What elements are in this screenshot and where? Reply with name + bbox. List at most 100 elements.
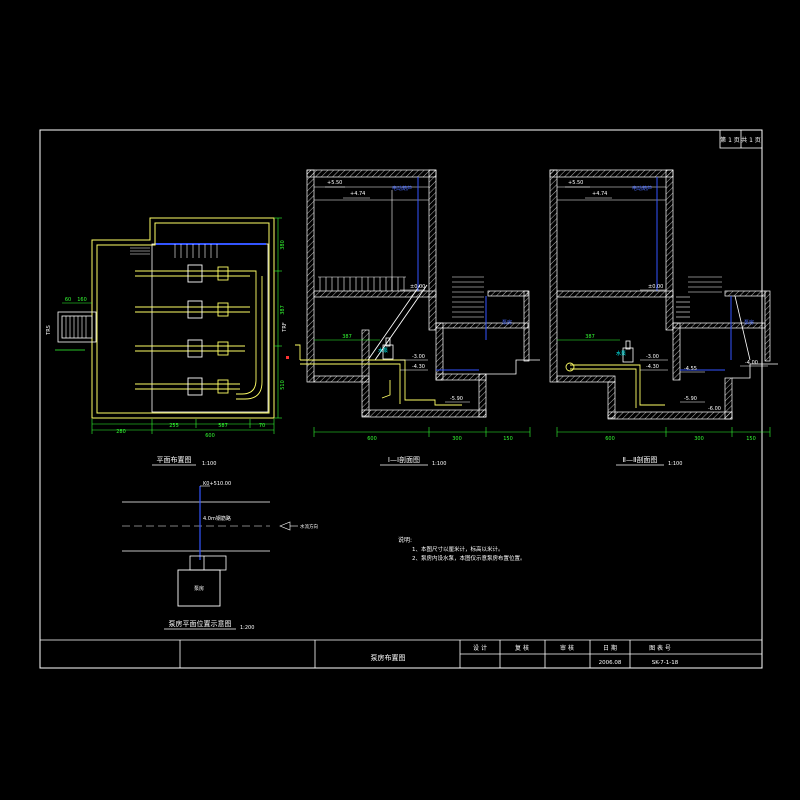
plan-dim-total: 600 [205,433,215,439]
section-2-room-label: 泵房 [744,319,754,326]
plan-dim-4: 70 [259,423,265,429]
plan-left-label: TRS [46,325,52,336]
section-2-dim-1: 600 [605,436,615,442]
flow-arrow-icon [279,521,298,531]
section-1-dim-2: 300 [452,436,462,442]
title-block-number: 图 表 号 [649,644,671,652]
section-1-elev-1: +5.50 [327,180,342,186]
accent-marker [286,356,289,359]
section-2-pipes [565,362,665,408]
title-block-approve: 审 核 [560,644,574,652]
section-1-walls [306,169,540,418]
section-2-dim-2: 300 [694,436,704,442]
section-1-dim-3: 150 [503,436,513,442]
section-2: +5.50 +4.74 ±0.00 -3.00 -4.30 -4.55 -5.9… [549,169,778,467]
plan-dim-2: 255 [169,423,179,429]
section-1-pipes [295,344,462,406]
pump-row-1 [135,264,250,283]
section-1-dim-inner: 387 [342,334,352,340]
location-building-label: 泵房 [194,585,204,592]
section-1-elev-2: +4.74 [350,191,365,197]
section-1-elev-3: ±0.00 [410,284,425,290]
outlet-pipe [236,270,257,395]
pump-row-2 [135,300,250,319]
section-2-elev-6: -4.55 [684,366,697,372]
title-block [40,639,762,668]
section-1-steps [318,276,484,318]
plan-dimensions [62,217,282,434]
page-total: 共 1 页 [741,136,761,144]
section-2-elev-4: -3.00 [646,354,659,360]
section-1: +5.50 +4.74 ±0.00 -3.00 -4.30 -5.90 电动葫芦… [282,169,540,467]
plan-stairs [65,247,150,338]
plan-dim-left-1: 60 [65,297,71,303]
plan-view-scale: 1:100 [202,461,216,467]
section-1-water [417,177,487,371]
section-1-elev-4: -3.00 [412,354,425,360]
section-2-elev-8: -6.00 [708,406,721,412]
notes-line-1: 1、本图尺寸以厘米计，标高以米计。 [412,545,504,553]
section-2-motor-label: 水泵 [616,350,626,357]
location-title: 泵房平面位置示意图 [169,619,232,628]
section-1-elev-6: -5.90 [450,396,463,402]
section-2-steps [676,276,722,318]
title-block-date: 日 期 [603,644,617,652]
section-1-scale: 1:100 [432,461,446,467]
section-2-dim-3: 150 [746,436,756,442]
location-connector [189,555,227,571]
pump-row-4 [135,377,240,396]
plan-annex [57,311,97,343]
section-1-crane-label: 电动葫芦 [392,185,412,192]
section-1-stair [367,284,428,361]
location-building [177,569,221,607]
section-1-pump [382,337,394,360]
notes-heading: 说明: [398,536,412,544]
section-2-elev-9: -4.00 [745,360,758,366]
section-1-elev-5: -4.30 [412,364,425,370]
plan-dim-1: 280 [116,429,126,435]
plan-view-title: 平面布置图 [157,455,192,464]
section-2-elev-3: ±0.00 [648,284,663,290]
plan-view: TRS 280 255 587 70 600 60 160 380 387 51… [46,217,286,467]
plan-grating [174,244,218,258]
title-block-review: 复 核 [515,644,529,652]
page-number: 第 1 页 [720,136,740,144]
notes: 说明: 1、本图尺寸以厘米计，标高以米计。 2、泵房内设水泵，本图仅示意泵房布置… [398,536,526,562]
section-1-room-label: 泵房 [502,319,512,326]
plan-inner-room [151,243,269,413]
plan-walls [91,217,275,419]
section-1-dimensions [313,339,531,437]
plan-dim-left-2: 160 [77,297,87,303]
section-1-left-label: TRF [282,322,288,333]
section-2-pump [622,340,634,363]
section-1-elevation-marks [325,186,470,403]
section-2-elev-2: +4.74 [592,191,607,197]
plan-dim-right-2: 387 [280,305,286,315]
plan-pump-rows [135,264,263,400]
location-scale: 1:200 [240,625,254,631]
title-block-design: 设 计 [473,644,487,652]
location-road-label: 4.0m钢筋路 [203,515,231,522]
section-2-scale: 1:100 [668,461,682,467]
section-2-elev-7: -5.90 [684,396,697,402]
section-1-motor-label: 水泵 [378,347,388,354]
drawing-number: SK-7-1-18 [652,660,679,666]
section-2-elev-5: -4.30 [646,364,659,370]
location-road [122,501,270,552]
location-plan: K0+510.00 4.0m钢筋路 泵房 水流方向 泵房平面位置示意图 1:20… [122,481,318,631]
sheet-frame [39,129,763,669]
location-chainage: K0+510.00 [203,481,231,487]
section-2-dim-inner: 387 [585,334,595,340]
section-2-water [656,177,732,371]
section-2-elevation-marks [565,186,768,403]
section-1-title: Ⅰ—Ⅰ剖面图 [388,455,420,464]
plan-dim-right-3: 510 [280,380,286,390]
notes-line-2: 2、泵房内设水泵，本图仅示意泵房布置位置。 [412,554,526,562]
drawing-title: 泵房布置图 [371,653,406,662]
section-2-elev-1: +5.50 [568,180,583,186]
plan-dim-right-1: 380 [280,240,286,250]
plan-dim-3: 587 [218,423,228,429]
pump-row-3 [135,339,245,358]
section-2-walls [549,169,778,420]
